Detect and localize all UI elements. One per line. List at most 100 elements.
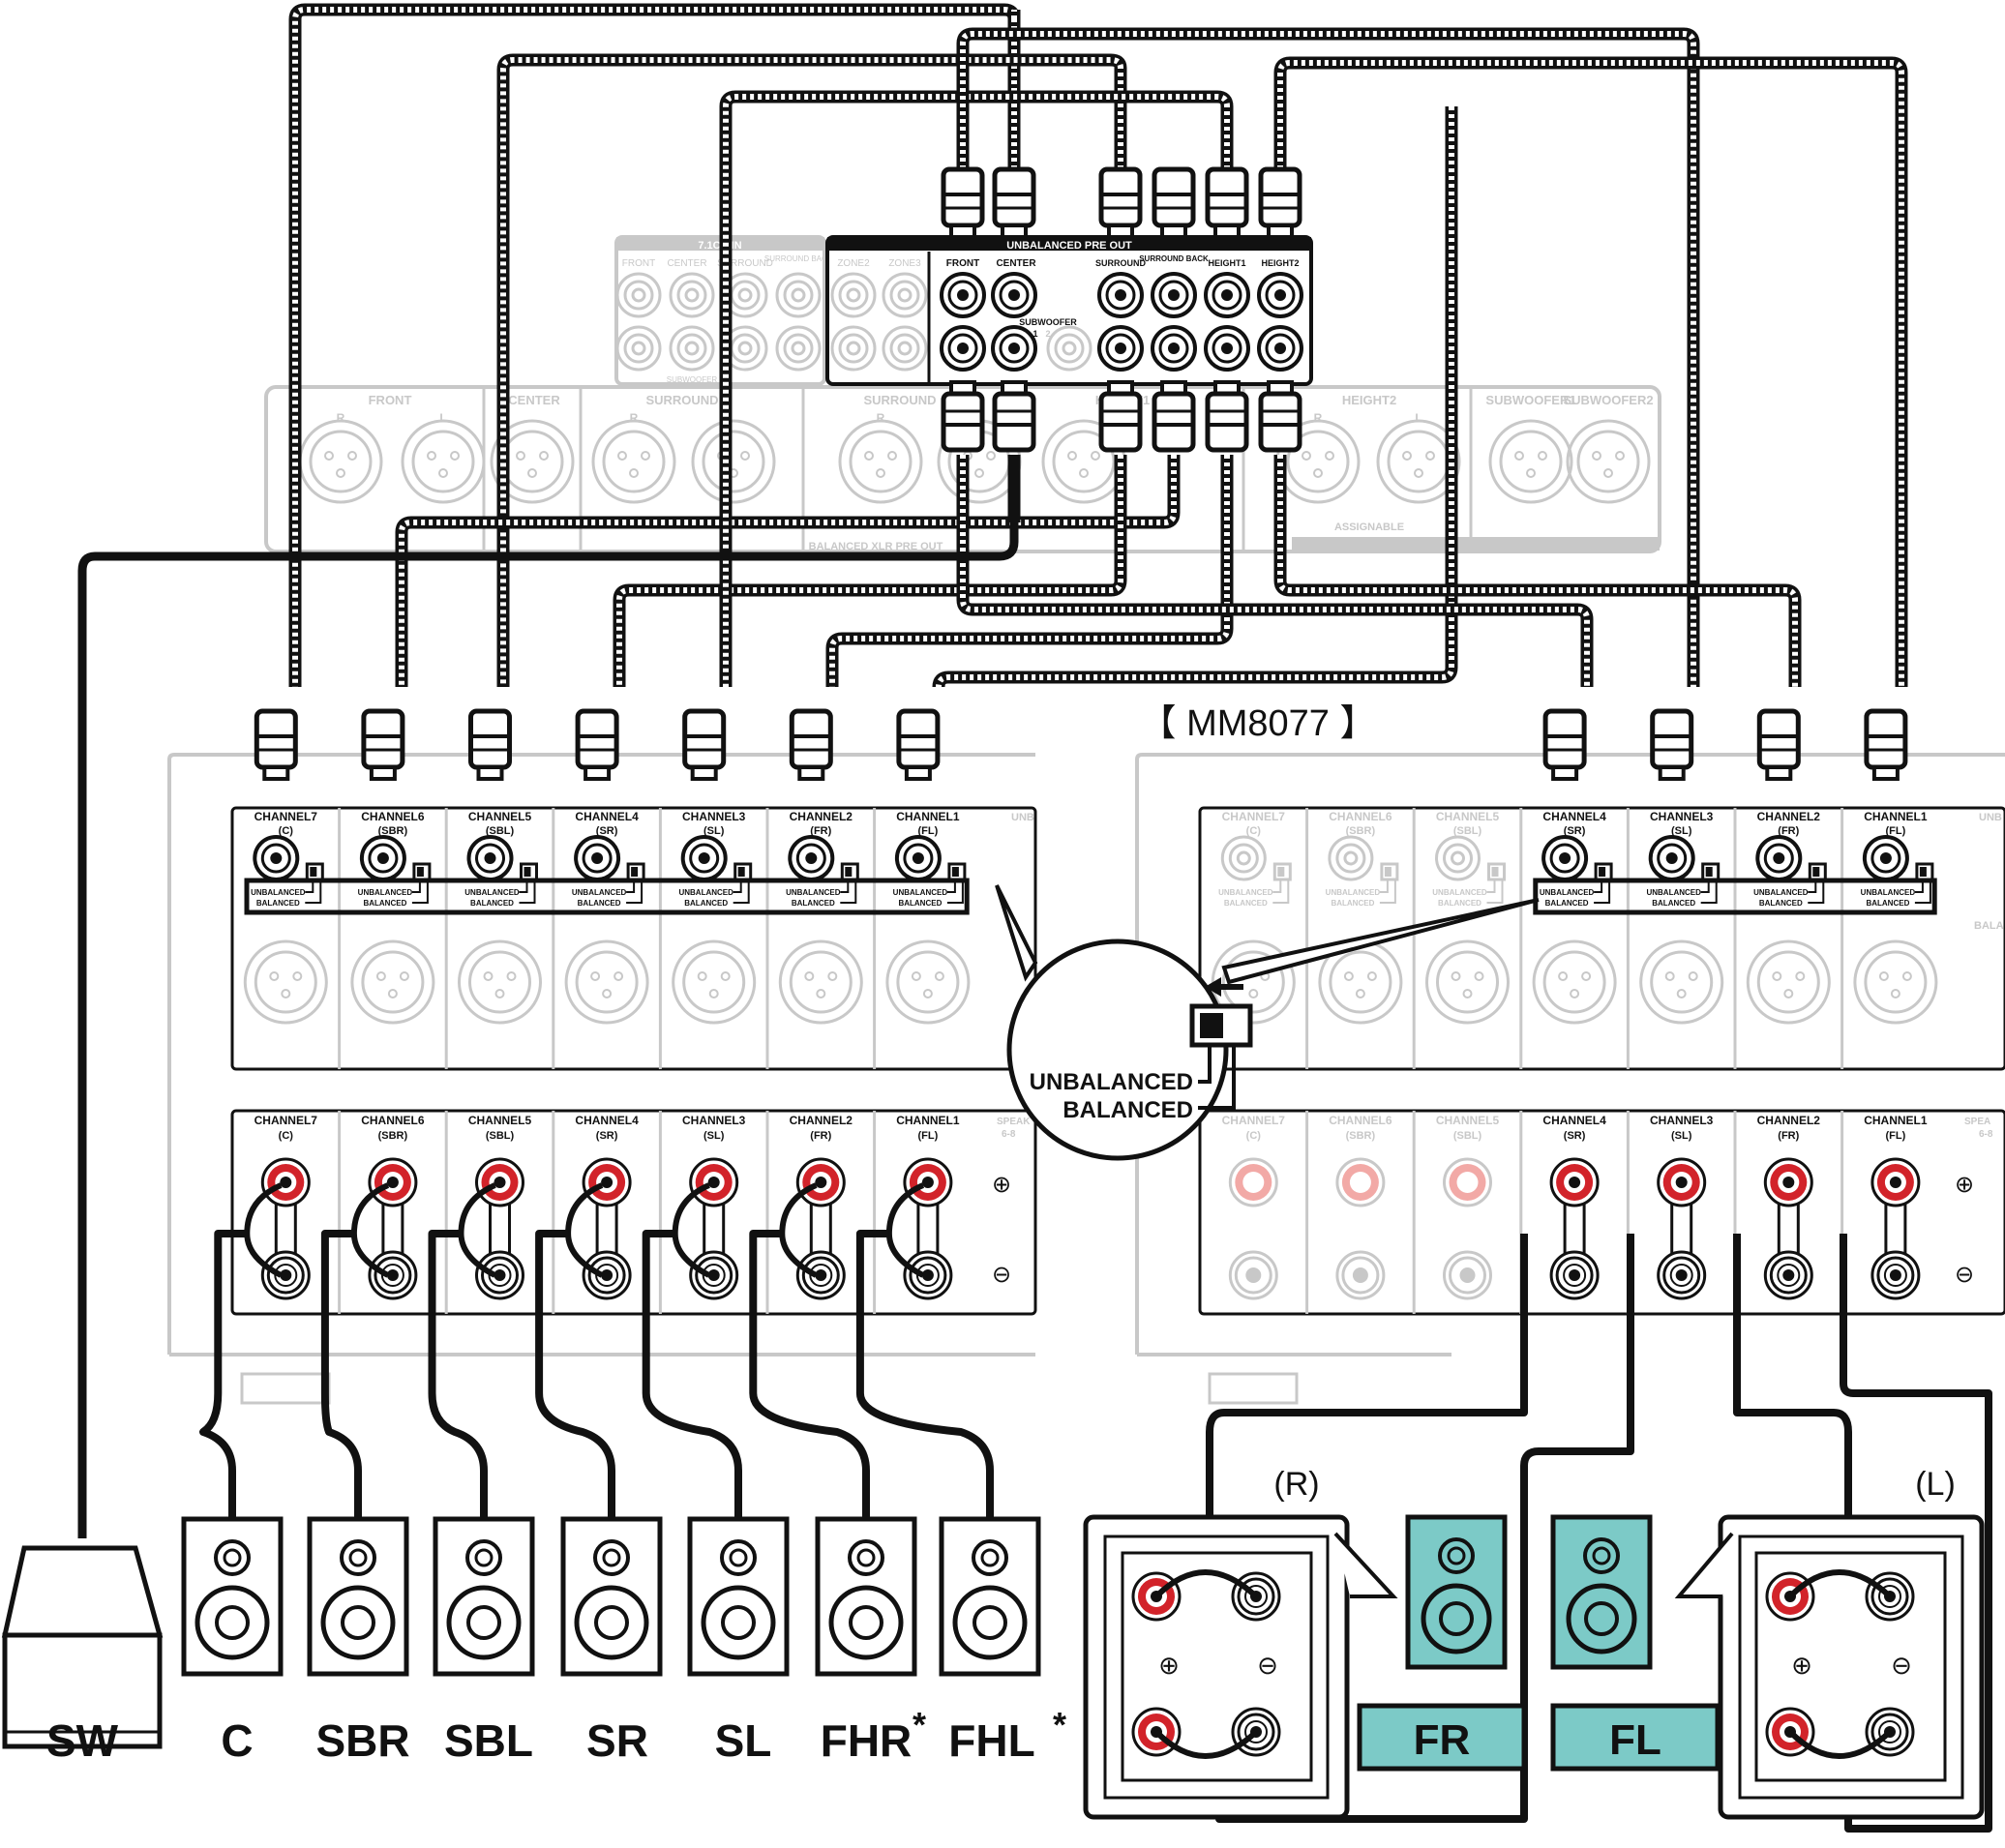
speaker-4 <box>563 1519 660 1674</box>
wire-4 <box>642 1230 742 1519</box>
right-post-plus-4 <box>1657 1157 1707 1207</box>
in-label-center: CENTER <box>667 258 706 269</box>
left-ch-name-5: CHANNEL2 <box>790 810 853 823</box>
cable-sr-inner <box>616 455 1123 687</box>
left-spk-ch-code-2: (SBL) <box>486 1130 515 1142</box>
right-ch-name-4: CHANNEL3 <box>1650 810 1714 823</box>
left-spk-ch-code-1: (SBR) <box>378 1130 408 1142</box>
left-ch-code-3: (SR) <box>596 825 618 837</box>
fl-plus: ⊕ <box>1791 1651 1812 1680</box>
amp-plug-left-0 <box>256 711 295 779</box>
left-post-minus-4 <box>689 1250 739 1300</box>
cable-sl-inner <box>723 94 1230 687</box>
right-ch-name-1: CHANNEL6 <box>1329 810 1392 823</box>
right-spk-ch-code-6: (FL) <box>1886 1130 1906 1142</box>
right-spk-ch-name-1: CHANNEL6 <box>1329 1114 1392 1127</box>
amp-plug-right-0 <box>1545 711 1584 779</box>
jumper-2 <box>458 1182 496 1278</box>
speaker-label-5: SL <box>715 1715 772 1766</box>
xlr-label-l1: L <box>439 411 446 425</box>
cable-sr-right-inner <box>960 455 1590 687</box>
right-ch-code-3: (SR) <box>1564 825 1586 837</box>
right-post-plus-6 <box>1870 1157 1921 1207</box>
xlr-assignable-label: ASSIGNABLE <box>1334 522 1404 533</box>
right-rca-jack-5 <box>1755 835 1803 881</box>
left-post-minus-5 <box>795 1250 846 1300</box>
amp-left-channels: CHANNEL7(C)UNBALANCEDBALANCEDCHANNEL7(C)… <box>243 808 971 1314</box>
wire-fl-minus <box>1840 1234 1992 1833</box>
right-unbal-3: UNBALANCED <box>1540 888 1595 897</box>
right-ch-code-5: (FR) <box>1778 825 1799 837</box>
left-post-minus-6 <box>903 1250 953 1300</box>
range-cut-right: 6-8 <box>1979 1129 1993 1140</box>
unbalanced-preout-header: UNBALANCED PRE OUT <box>1006 240 1132 252</box>
right-spk-ch-code-2: (SBL) <box>1453 1130 1482 1142</box>
right-spk-ch-name-4: CHANNEL3 <box>1650 1114 1714 1127</box>
amp-plug-left-2 <box>471 711 510 779</box>
speaker-label-2: SBR <box>315 1715 409 1766</box>
left-bal-5: BALANCED <box>792 899 835 908</box>
subwoofer <box>1 1545 164 1749</box>
left-spk-ch-name-2: CHANNEL5 <box>468 1114 532 1127</box>
right-bal-1: BALANCED <box>1331 899 1374 908</box>
fl-l-label: (L) <box>1915 1466 1956 1503</box>
right-rca-jack-6 <box>1862 835 1909 881</box>
amp-plug-right-2 <box>1759 711 1798 779</box>
cable-fhr-inner <box>829 455 1230 687</box>
left-rca-jack-6 <box>894 835 942 881</box>
switch-callout: UNBALANCED BALANCED <box>995 884 1540 1161</box>
jumper-3 <box>565 1182 604 1278</box>
right-spk-ch-code-0: (C) <box>1246 1130 1262 1142</box>
right-post-minus-1 <box>1335 1250 1386 1300</box>
right-spk-ch-name-0: CHANNEL7 <box>1222 1114 1286 1127</box>
xlr-label-surround: SURROUND <box>645 393 718 407</box>
right-rca-jack-4 <box>1648 835 1695 881</box>
xlr-label-r4: R <box>1314 411 1323 425</box>
xlr-balanced-label: BALANCED XLR PRE OUT <box>809 541 943 552</box>
speaker-3 <box>435 1519 532 1674</box>
right-bal-0: BALANCED <box>1224 899 1268 908</box>
left-post-plus-0 <box>260 1157 311 1207</box>
right-spk-ch-name-5: CHANNEL2 <box>1757 1114 1821 1127</box>
left-post-minus-2 <box>475 1250 524 1300</box>
left-bal-4: BALANCED <box>684 899 728 908</box>
minus-symbol-left: ⊖ <box>992 1262 1011 1288</box>
left-unbal-2: UNBALANCED <box>464 888 520 897</box>
xlr-label-sub2: SUBWOOFER2 <box>1563 393 1653 407</box>
left-ch-name-3: CHANNEL4 <box>575 810 639 823</box>
speaker-1 <box>184 1519 281 1674</box>
right-post-plus-5 <box>1763 1157 1813 1207</box>
right-ch-code-0: (C) <box>1246 825 1262 837</box>
right-ch-code-1: (SBR) <box>1346 825 1376 837</box>
plus-symbol-right: ⊕ <box>1955 1172 1974 1198</box>
left-spk-ch-code-0: (C) <box>279 1130 294 1142</box>
fr-minus: ⊖ <box>1257 1651 1278 1680</box>
unb-cut-right: UNB <box>1979 812 2002 823</box>
right-bal-3: BALANCED <box>1545 899 1589 908</box>
right-spk-ch-name-6: CHANNEL1 <box>1864 1114 1928 1127</box>
rca-cables <box>288 3 1908 688</box>
left-rca-jack-2 <box>466 835 514 881</box>
xlr-label-center: CENTER <box>508 393 560 407</box>
left-ch-name-6: CHANNEL1 <box>896 810 960 823</box>
cable-fr-right-inner <box>1277 455 1798 687</box>
fr-speaker <box>1408 1517 1505 1667</box>
right-spk-ch-name-2: CHANNEL5 <box>1436 1114 1500 1127</box>
right-spk-ch-code-3: (SR) <box>1564 1130 1586 1142</box>
right-unbal-2: UNBALANCED <box>1432 888 1487 897</box>
left-spk-ch-code-3: (SR) <box>596 1130 618 1142</box>
speaker-label-1: C <box>221 1715 253 1766</box>
left-ch-code-1: (SBR) <box>378 825 408 837</box>
left-unbal-6: UNBALANCED <box>893 888 948 897</box>
right-ch-name-5: CHANNEL2 <box>1757 810 1821 823</box>
front-right-detail: ⊕ ⊖ (R) FR <box>1083 1466 1527 1820</box>
left-ch-code-6: (FL) <box>918 825 939 837</box>
left-ch-code-2: (SBL) <box>486 825 515 837</box>
left-switch-highlight <box>244 878 970 915</box>
right-switch-highlight <box>1533 878 1937 915</box>
left-spk-ch-name-1: CHANNEL6 <box>361 1114 425 1127</box>
right-spk-ch-code-4: (SL) <box>1671 1130 1692 1142</box>
out-label-subwoofer: SUBWOOFER <box>1019 317 1077 327</box>
right-unbal-5: UNBALANCED <box>1753 888 1809 897</box>
